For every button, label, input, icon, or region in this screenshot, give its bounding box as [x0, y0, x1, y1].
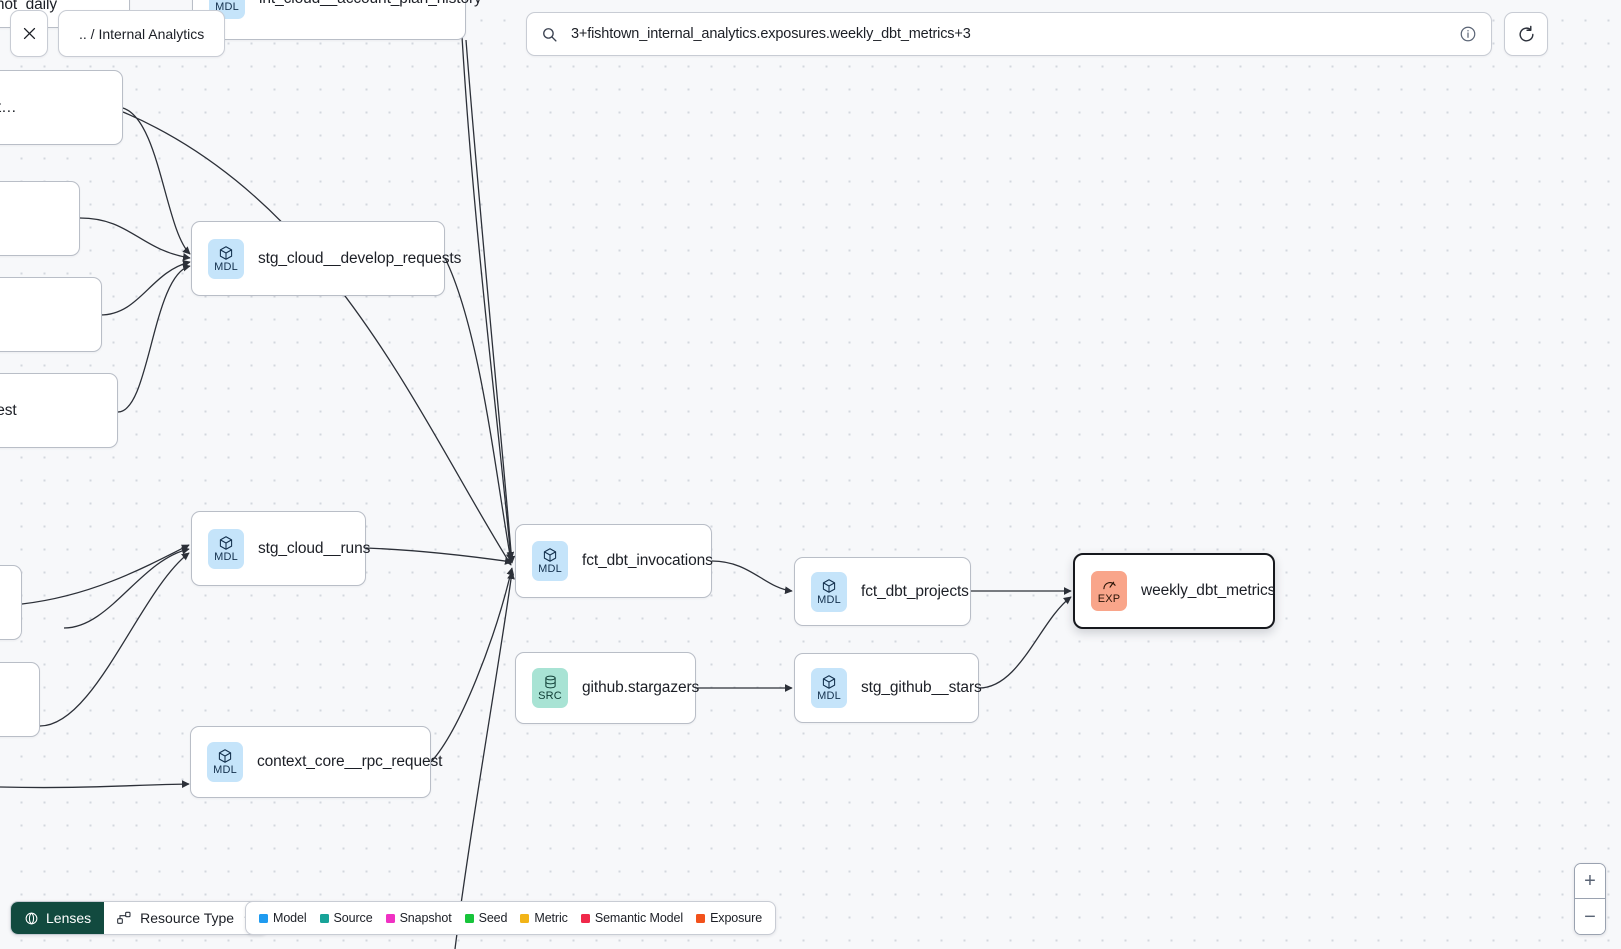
badge-text: MDL: [817, 690, 841, 702]
node-label: stg_cloud__runs: [258, 539, 371, 557]
graph-node-context_core__rpc_request[interactable]: MDL context_core__rpc_request: [190, 726, 442, 798]
legend-label: Metric: [534, 911, 568, 925]
node-label: stg_github__stars: [861, 679, 982, 696]
node-label: snapshot_daily: [0, 0, 58, 13]
search-bar[interactable]: [526, 12, 1492, 56]
graph-node-fct_dbt_invocations[interactable]: MDL fct_dbt_invocations: [515, 524, 713, 598]
node-label: fct_dbt_invocations: [582, 552, 713, 569]
legend-label: Exposure: [710, 911, 763, 925]
model-badge: MDL: [811, 571, 847, 612]
graph-node-develop_request_3[interactable]: _develop_request: [0, 373, 118, 448]
graph-node-stg_github__stars[interactable]: MDL stg_github__stars: [794, 653, 982, 723]
legend-swatch: [385, 913, 395, 923]
legend-swatch: [580, 913, 590, 923]
node-label: multicell_migrat…: [0, 98, 17, 116]
graph-node-int_cloud__account_plan_history[interactable]: MDL int_cloud__account_plan_history: [192, 0, 482, 40]
legend-label: Source: [333, 911, 373, 925]
graph-node-left_run_1[interactable]: n: [0, 565, 22, 640]
lenses-icon: [25, 911, 38, 925]
node-label: fct_dbt_projects: [861, 582, 969, 600]
legend-label: Snapshot: [399, 911, 452, 925]
legend-item-snapshot[interactable]: Snapshot: [385, 911, 452, 925]
breadcrumb[interactable]: .. / Internal Analytics: [58, 10, 226, 57]
badge-text: EXP: [1097, 593, 1121, 605]
node-label: github.stargazers: [582, 679, 700, 696]
graph-node-github.stargazers[interactable]: SRC github.stargazers: [515, 652, 700, 724]
graph-node-stg_cloud__develop_requests[interactable]: MDL stg_cloud__develop_requests: [191, 221, 461, 296]
lenses-toolbar: Lenses Resource Type: [10, 901, 269, 935]
legend-item-seed[interactable]: Seed: [464, 911, 508, 925]
legend-swatch: [259, 913, 268, 923]
legend-item-semantic-model[interactable]: Semantic Model: [580, 911, 684, 925]
node-label: context_core__rpc_request: [257, 753, 443, 770]
badge-text: MDL: [214, 260, 238, 273]
exposure-badge: EXP: [1091, 571, 1127, 611]
refresh-icon: [1518, 25, 1534, 42]
graph-node-multicell_migrat[interactable]: multicell_migrat…: [0, 70, 123, 145]
node-label: int_cloud__account_plan_history: [259, 0, 482, 8]
lenses-label: Lenses: [46, 910, 92, 926]
model-badge: MDL: [532, 541, 568, 581]
search-icon: [543, 27, 557, 42]
legend-label: Seed: [478, 911, 508, 925]
legend-swatch: [319, 913, 329, 923]
legend-item-exposure[interactable]: Exposure: [696, 911, 762, 925]
graph-node-fct_dbt_projects[interactable]: MDL fct_dbt_projects: [794, 557, 971, 626]
badge-text: MDL: [213, 764, 237, 776]
graph-node-weekly_dbt_metrics[interactable]: EXP weekly_dbt_metrics: [1073, 553, 1275, 629]
badge-text: MDL: [817, 593, 841, 606]
legend-item-source[interactable]: Source: [319, 911, 373, 925]
close-icon: [23, 27, 35, 40]
model-badge: MDL: [207, 742, 243, 782]
graph-node-stg_cloud__runs[interactable]: MDL stg_cloud__runs: [191, 511, 370, 586]
resource-type-label: Resource Type: [140, 910, 235, 926]
graph-node-develop_request_1[interactable]: p_request: [0, 181, 80, 256]
node-label: _develop_request: [0, 401, 17, 419]
lenses-button[interactable]: Lenses: [11, 902, 105, 934]
model-badge: MDL: [208, 238, 244, 279]
refresh-button[interactable]: [1504, 12, 1548, 56]
resource-type-icon: [117, 911, 131, 924]
legend-item-metric[interactable]: Metric: [520, 911, 568, 925]
model-badge: MDL: [811, 668, 847, 708]
legend-swatch: [696, 913, 706, 923]
search-input[interactable]: [569, 25, 1459, 43]
info-icon: [1460, 26, 1476, 42]
source-badge: SRC: [532, 668, 568, 708]
edges: [0, 0, 1072, 949]
legend-swatch: [464, 913, 474, 923]
badge-text: MDL: [538, 563, 562, 575]
legend-item-model[interactable]: Model: [259, 911, 307, 925]
legend-label: Semantic Model: [594, 911, 684, 925]
graph-node-left_run_2[interactable]: _run: [0, 662, 40, 737]
badge-text: MDL: [214, 550, 238, 563]
graph-node-develop_request_2[interactable]: velop_request: [0, 277, 102, 352]
resource-type-legend: Model Source Snapshot Seed Metric Semantic Mo…: [245, 901, 777, 935]
legend-label: Model: [273, 911, 307, 925]
zoom-out-button[interactable]: −: [1575, 899, 1605, 934]
model-badge: MDL: [208, 528, 244, 569]
zoom-controls: + −: [1574, 863, 1606, 935]
breadcrumb-label: .. / Internal Analytics: [79, 25, 205, 42]
badge-text: MDL: [215, 1, 239, 13]
node-label: weekly_dbt_metrics: [1141, 582, 1276, 599]
legend-swatch: [520, 913, 530, 923]
badge-text: SRC: [538, 690, 562, 702]
node-label: stg_cloud__develop_requests: [258, 249, 462, 267]
resource-type-dropdown[interactable]: Resource Type: [104, 902, 268, 934]
close-button[interactable]: [10, 10, 48, 57]
zoom-in-button[interactable]: +: [1575, 864, 1605, 899]
info-button[interactable]: [1459, 25, 1477, 43]
